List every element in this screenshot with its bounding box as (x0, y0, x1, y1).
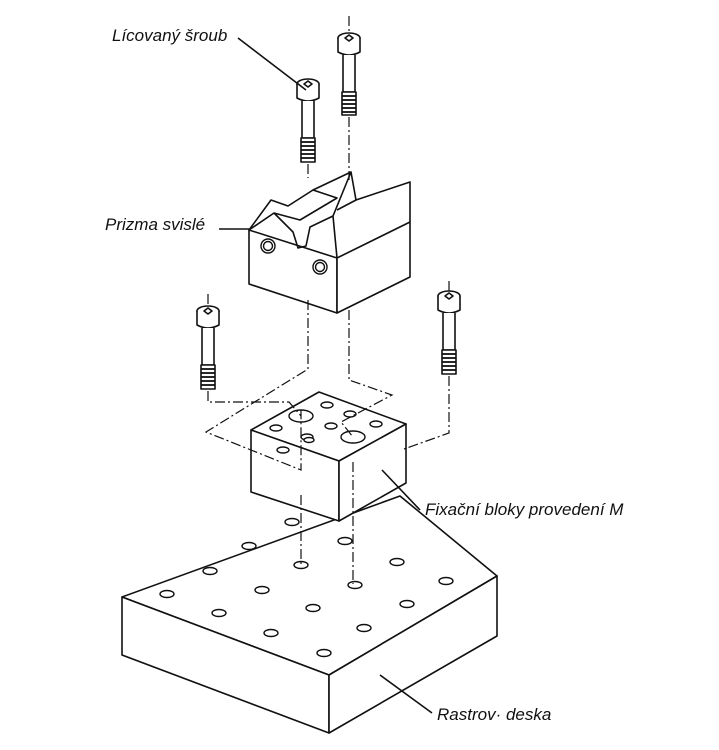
fixation-block-right-face (338, 423, 407, 522)
vertical-prism (248, 171, 411, 314)
grid-plate (121, 495, 498, 734)
fitted-screw-3 (196, 305, 220, 390)
prism-right-face (336, 221, 411, 314)
grid-plate-right-face (328, 575, 498, 734)
leader-lines (219, 37, 433, 714)
prism-top-left (248, 189, 338, 231)
fitted-screw-2 (337, 32, 361, 116)
fixation-block-holes (269, 401, 383, 454)
label-grid-plate: Rastrov· deska (437, 705, 552, 724)
label-fixation-block: Fixační bloky provedení M (425, 500, 624, 519)
fitted-screw-1 (296, 78, 320, 163)
grid-plate-holes (159, 517, 454, 658)
label-fitted-screw: Lícovaný šroub (112, 26, 228, 45)
assembly-center-lines (204, 16, 450, 584)
fitted-screw-4 (437, 290, 461, 375)
fixation-block (250, 391, 407, 522)
label-vertical-prism: Prizma svislé (105, 215, 206, 234)
